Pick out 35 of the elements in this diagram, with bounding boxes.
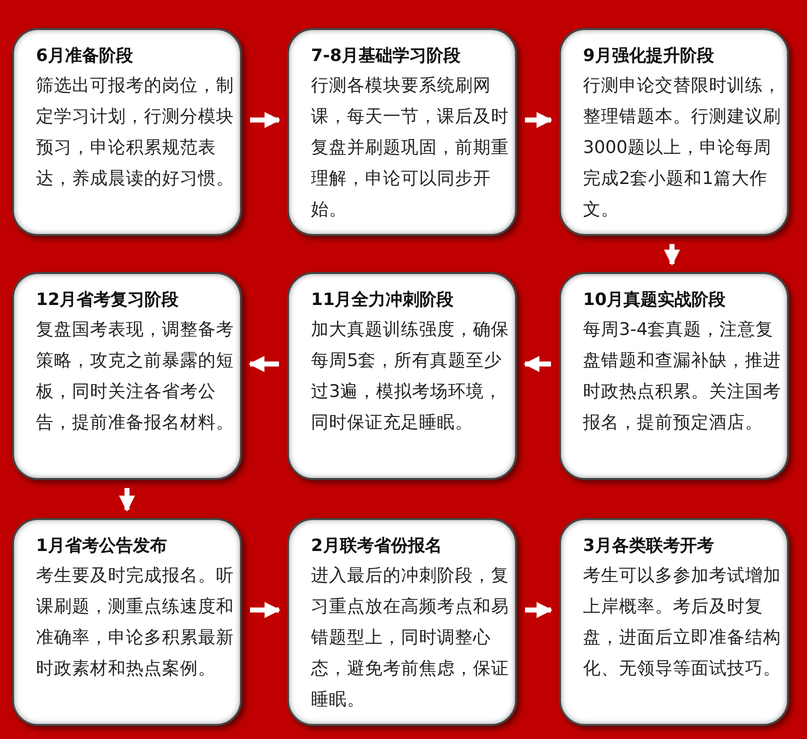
stage-description: 行测各模块要系统刷网课，每天一节，课后及时复盘并刷题巩固，前期重理解，申论可以同步开始。 <box>311 75 510 222</box>
arrow <box>250 602 281 618</box>
stage-title: 6月准备阶段 <box>36 45 134 68</box>
arrow <box>525 112 553 128</box>
arrow <box>525 602 553 618</box>
stage-title: 10月真题实战阶段 <box>583 289 727 312</box>
stage-description: 加大真题训练强度，确保每周5套，所有真题至少过3遍，模拟考场环境，同时保证充足睡眠。 <box>311 319 510 435</box>
arrow <box>250 112 281 128</box>
stage-card <box>559 272 789 480</box>
arrow <box>119 488 135 512</box>
stage-card <box>559 28 789 236</box>
stage-description: 行测申论交替限时训练，整理错题本。行测建议刷3000题以上，申论每周完成2套小题和1篇大作文。 <box>583 75 782 222</box>
stage-card <box>287 28 517 236</box>
stage-description: 复盘国考表现，调整备考策略，攻克之前暴露的短板，同时关注各省考公告，提前准备报名材料。 <box>36 319 235 435</box>
stage-title: 2月联考省份报名 <box>311 535 443 558</box>
stage-card <box>287 272 517 480</box>
stage-card <box>12 518 242 726</box>
stage-description: 筛选出可报考的岗位，制定学习计划，行测分模块预习，申论积累规范表达，养成晨读的好习惯。 <box>36 75 235 191</box>
stage-description: 每周3-4套真题，注意复盘错题和查漏补缺，推进时政热点积累。关注国考报名，提前预定酒店。 <box>583 319 782 435</box>
stage-title: 1月省考公告发布 <box>36 535 168 558</box>
stage-card <box>12 272 242 480</box>
stage-title: 11月全力冲刺阶段 <box>311 289 455 312</box>
stage-title: 7-8月基础学习阶段 <box>311 45 462 68</box>
stage-card <box>287 518 517 726</box>
stage-description: 考生要及时完成报名。听课刷题，测重点练速度和准确率，申论多积累最新时政素材和热点案例。 <box>36 565 235 681</box>
arrow <box>664 244 680 266</box>
stage-title: 9月强化提升阶段 <box>583 45 715 68</box>
arrow <box>523 356 551 372</box>
stage-title: 3月各类联考开考 <box>583 535 715 558</box>
stage-card <box>12 28 242 236</box>
arrow <box>248 356 279 372</box>
stage-description: 考生可以多参加考试增加上岸概率。考后及时复盘，进面后立即准备结构化、无领导等面试技巧。 <box>583 565 782 681</box>
stage-title: 12月省考复习阶段 <box>36 289 180 312</box>
stage-description: 进入最后的冲刺阶段，复习重点放在高频考点和易错题型上，同时调整心态，避免考前焦虑，保证睡眠。 <box>311 565 510 712</box>
stage-card <box>559 518 789 726</box>
